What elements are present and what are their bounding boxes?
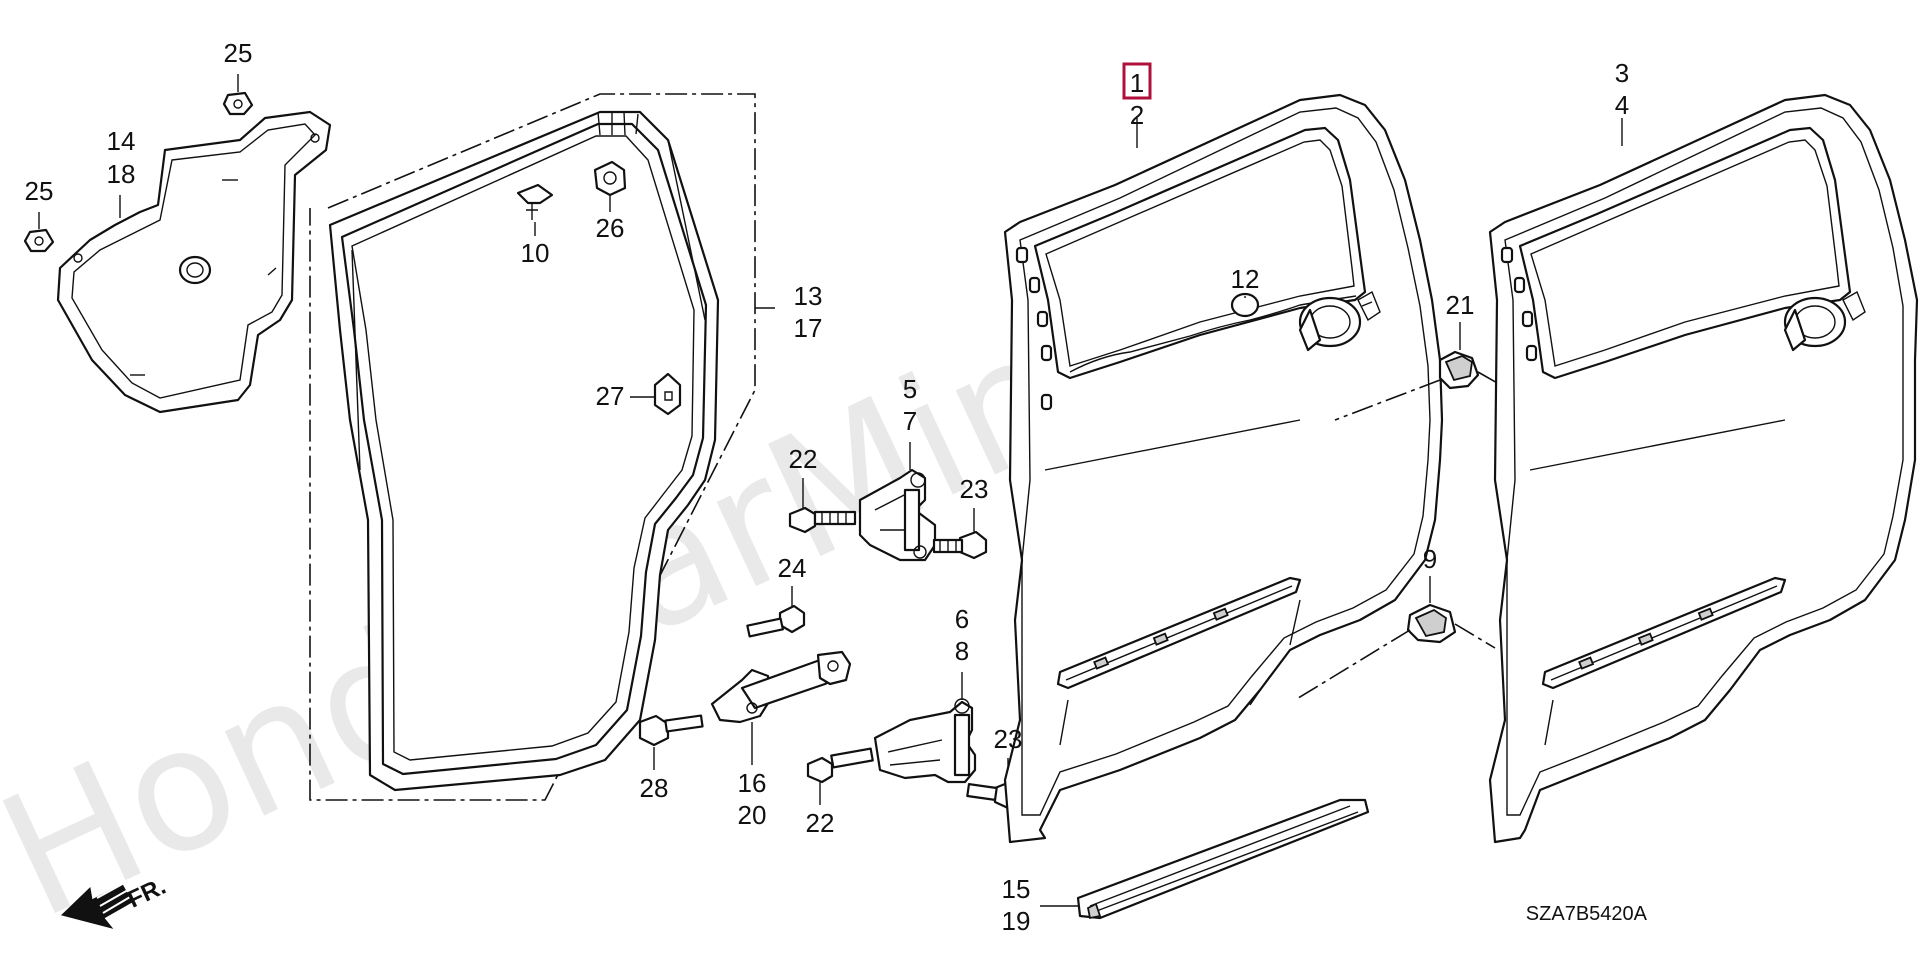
callout-8[interactable]: 8 [955,636,969,666]
door-check-part[interactable] [710,650,852,724]
front-direction-arrow-icon [61,881,133,929]
callout-18[interactable]: 18 [107,159,136,189]
callout-28[interactable]: 28 [640,773,669,803]
callout-21[interactable]: 21 [1446,290,1475,320]
upper-hinge-part[interactable] [858,468,937,562]
callout-20[interactable]: 20 [738,800,767,830]
clip-10[interactable] [516,183,554,220]
stopper-21[interactable] [1438,350,1480,390]
lower-hinge-part[interactable] [873,698,977,784]
callout-7[interactable]: 7 [903,406,917,436]
callout-12[interactable]: 12 [1231,264,1260,294]
clip-26[interactable] [593,160,627,197]
door-weatherstrip-part[interactable] [328,110,720,792]
callout-15[interactable]: 15 [1002,874,1031,904]
waterproof-cover-part[interactable] [56,110,332,414]
grommet-12[interactable] [1230,292,1260,318]
callout-3[interactable]: 3 [1615,58,1629,88]
callout-10[interactable]: 10 [521,238,550,268]
bolt-28[interactable] [638,714,704,747]
callout-9[interactable]: 9 [1423,544,1437,574]
clip-25-lower[interactable] [23,228,55,253]
clip-27[interactable] [653,372,682,416]
callout-2[interactable]: 2 [1130,100,1144,130]
diagram-code: SZA7B5420A [1526,903,1648,925]
callout-6[interactable]: 6 [955,604,969,634]
callout-24[interactable]: 24 [778,553,807,583]
stopper-9[interactable] [1406,603,1457,644]
callout-13[interactable]: 13 [794,281,823,311]
callout-5[interactable]: 5 [903,374,917,404]
bolt-22-lower[interactable] [806,747,874,784]
highlight-box-part-1 [1122,62,1152,100]
callout-25-lower[interactable]: 25 [25,176,54,206]
callout-22-lower[interactable]: 22 [806,808,835,838]
clip-25-upper[interactable] [222,91,254,116]
sliding-door-panel-alt-part[interactable] [1488,93,1919,844]
bolt-24[interactable] [746,604,806,638]
callout-27[interactable]: 27 [596,381,625,411]
callout-22-upper[interactable]: 22 [789,444,818,474]
callout-26[interactable]: 26 [596,213,625,243]
bolt-22-upper[interactable] [788,506,857,534]
callout-14[interactable]: 14 [107,126,136,156]
sliding-door-panel-part[interactable] [1003,93,1444,844]
callout-25-upper[interactable]: 25 [224,38,253,68]
callout-1[interactable]: 1 [1130,68,1144,98]
bolt-23-upper[interactable] [932,530,988,560]
sill-molding-part[interactable] [1076,798,1370,920]
callout-23-lower[interactable]: 23 [994,724,1023,754]
callout-4[interactable]: 4 [1615,90,1629,120]
weatherstrip-frame-dashed [309,93,775,801]
callout-17[interactable]: 17 [794,313,823,343]
callout-23-upper[interactable]: 23 [960,474,989,504]
callout-16[interactable]: 16 [738,768,767,798]
callout-19[interactable]: 19 [1002,906,1031,936]
